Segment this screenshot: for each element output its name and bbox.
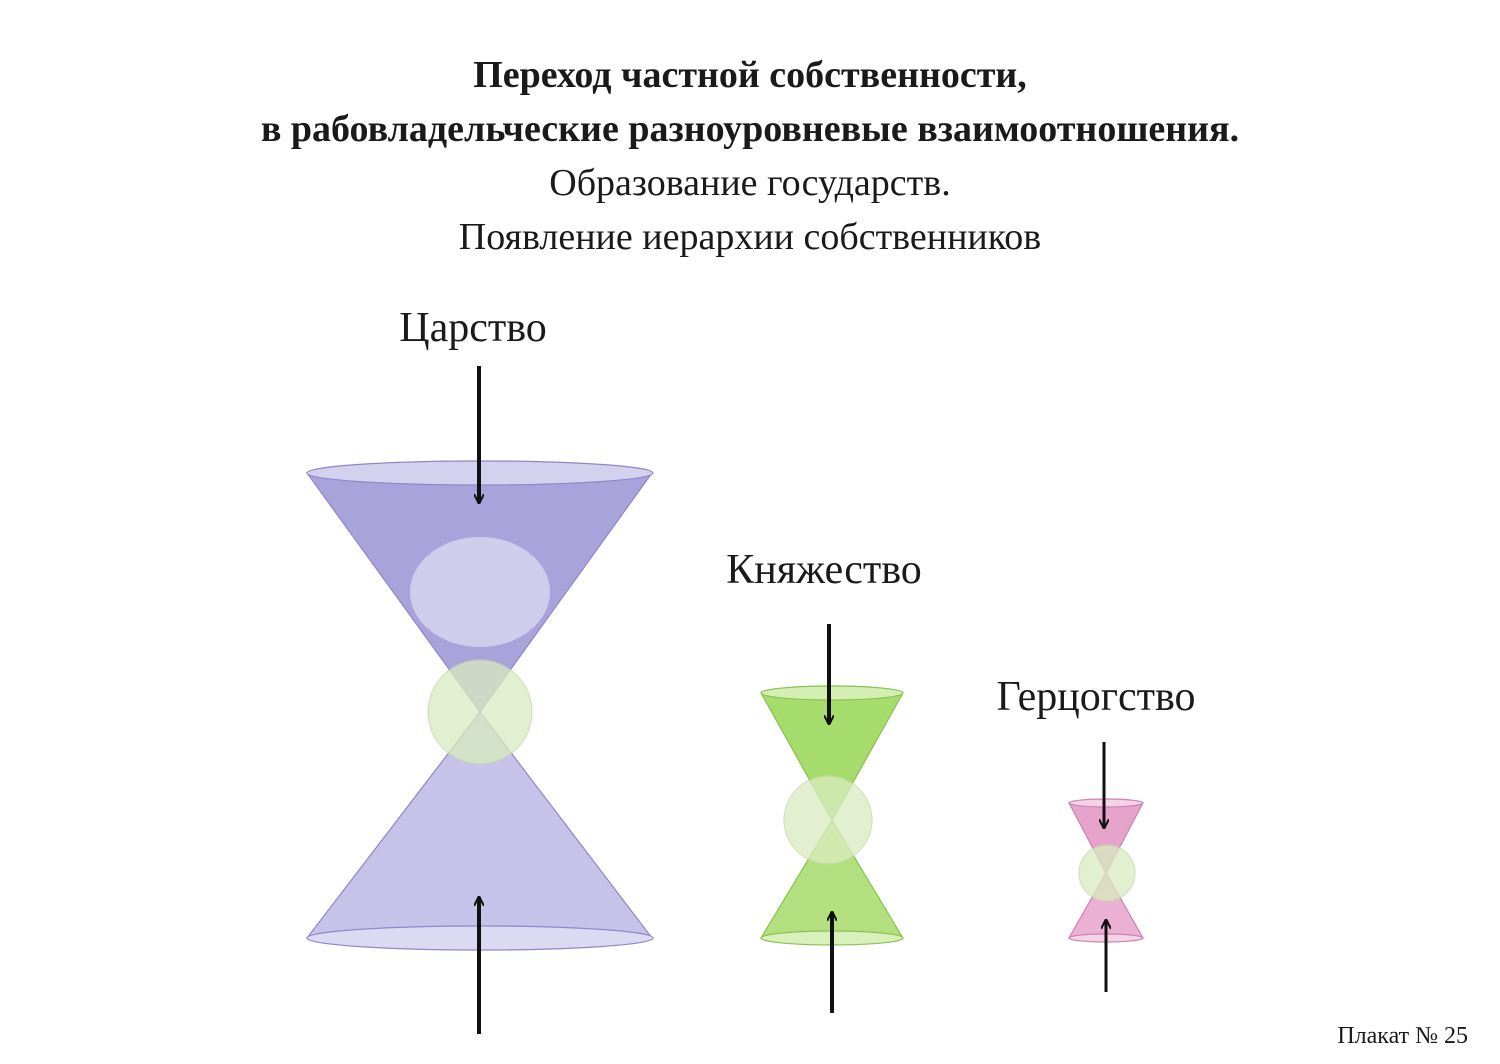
principality-figure: Княжество xyxy=(726,547,922,1013)
principality-core-sphere xyxy=(783,775,873,865)
title-line-2: в рабовладельческие разноуровневые взаим… xyxy=(260,108,1240,150)
duchy-figure: Герцогство xyxy=(997,674,1196,992)
principality-upper-ellipse xyxy=(760,685,904,701)
kingdom-hourglass xyxy=(305,460,654,951)
kingdom-label: Царство xyxy=(399,305,547,351)
principality-hourglass xyxy=(759,685,905,946)
kingdom-figure: Царство xyxy=(305,305,654,1034)
kingdom-highlight xyxy=(410,537,550,647)
title-line-4: Появление иерархии собственников xyxy=(458,216,1042,258)
kingdom-core-sphere xyxy=(427,659,533,765)
title-line-3: Образование государств. xyxy=(549,162,951,204)
principality-label: Княжество xyxy=(726,547,922,593)
duchy-label: Герцогство xyxy=(997,674,1196,720)
duchy-core-sphere xyxy=(1078,844,1136,902)
duchy-upper-ellipse xyxy=(1068,798,1144,808)
title-block: Переход частной собственности, в рабовла… xyxy=(0,48,1500,264)
duchy-hourglass xyxy=(1067,798,1145,943)
title-line-1: Переход частной собственности, xyxy=(473,54,1027,96)
poster-number: Плакат № 25 xyxy=(1337,1023,1468,1049)
